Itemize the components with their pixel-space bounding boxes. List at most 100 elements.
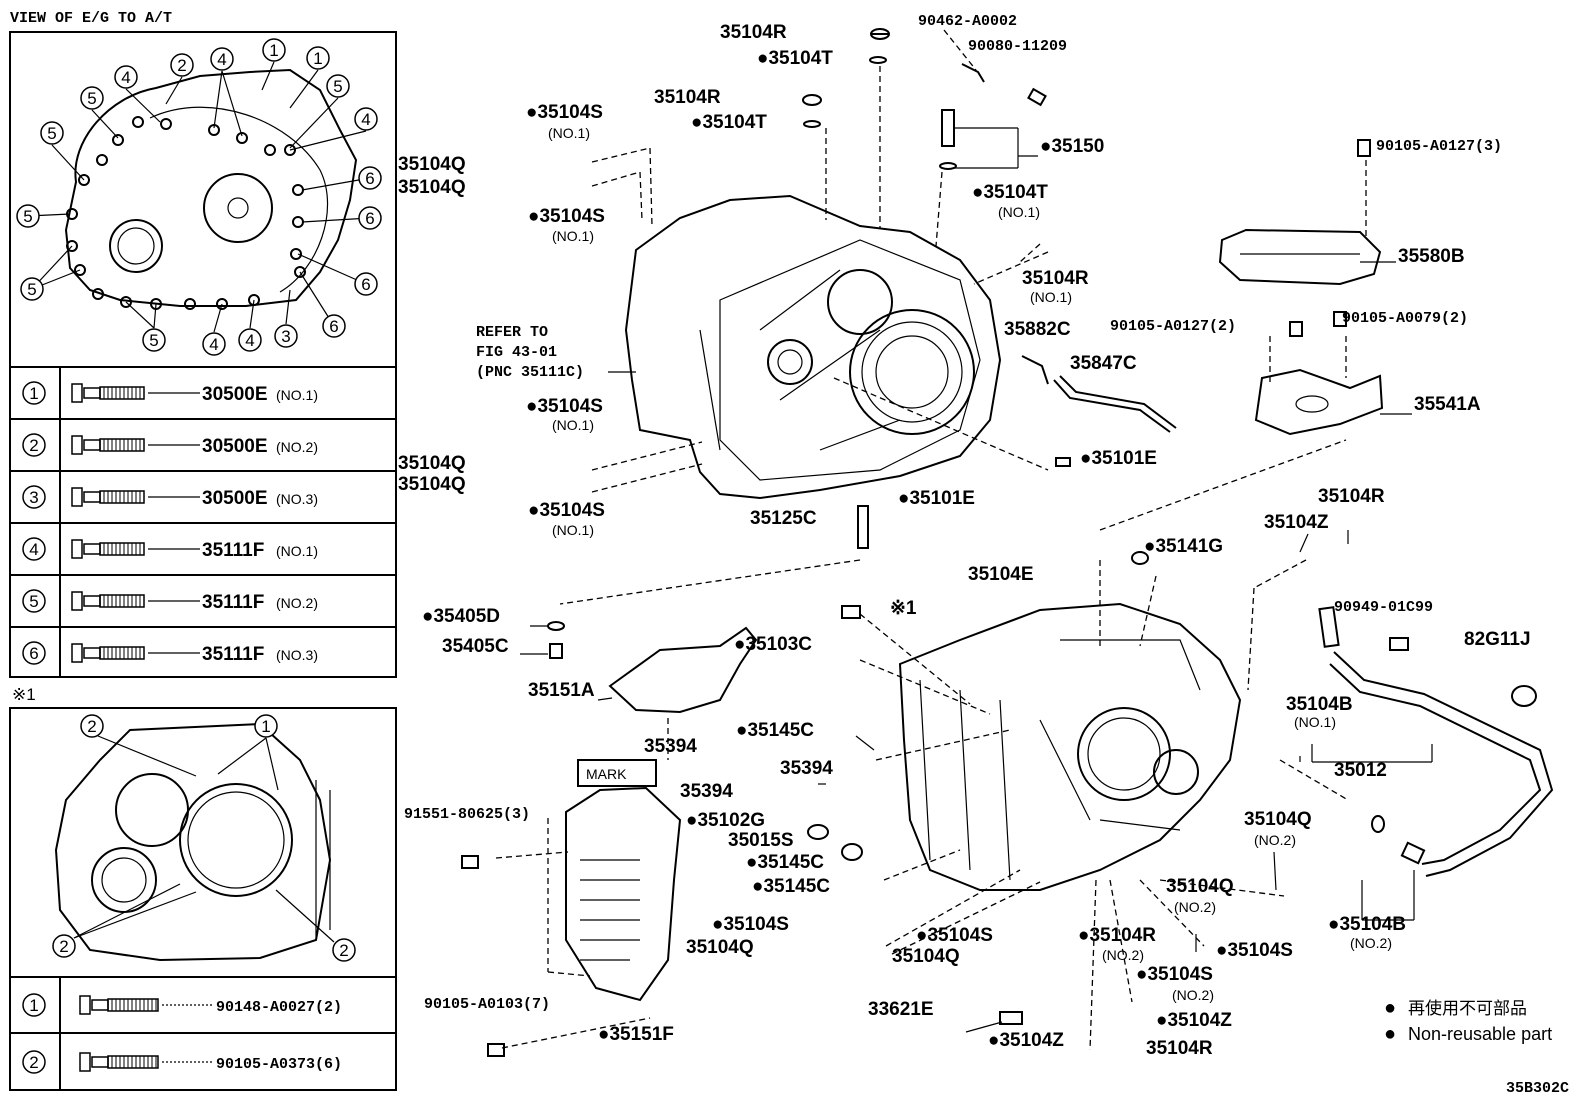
index-circle: 1 xyxy=(262,38,286,62)
index-number: 1 xyxy=(313,49,322,68)
index-number: 1 xyxy=(269,41,278,60)
solid-leaders xyxy=(520,127,1433,1033)
oil-pan-35151F xyxy=(565,759,682,1002)
gasket-35104T-top xyxy=(869,56,887,64)
callout-label: ●35104S xyxy=(528,206,605,227)
index-number: 5 xyxy=(333,77,342,96)
callout-label: (NO.2) xyxy=(1350,935,1392,951)
index-number: 4 xyxy=(209,335,218,354)
oring-35141G xyxy=(1131,551,1149,565)
callout-label: (NO.2) xyxy=(1102,947,1144,963)
callout-label: ●35104S xyxy=(526,102,603,123)
plug-35405C xyxy=(547,621,565,659)
callout-label: (NO.2) xyxy=(1174,899,1216,915)
row-index: 5 xyxy=(29,592,38,611)
plug-35104R-top xyxy=(870,28,890,40)
transaxle-housing xyxy=(624,194,1002,500)
callout-label: (NO.1) xyxy=(552,522,594,538)
callout-label: ●35145C xyxy=(736,720,814,741)
callout-label: (NO.2) xyxy=(1172,987,1214,1003)
callout-label: 35541A xyxy=(1414,394,1481,415)
callout-label: ●35151F xyxy=(598,1024,674,1045)
svg-text:FIG 43-01: FIG 43-01 xyxy=(476,344,557,361)
ref-code: 35B302C xyxy=(1506,1080,1569,1097)
index-circle: 6 xyxy=(354,272,378,296)
index-circle: 5 xyxy=(142,328,166,352)
index-number: 4 xyxy=(361,110,370,129)
index-circle: 2 xyxy=(52,934,76,958)
row-index: 1 xyxy=(29,996,38,1015)
oil-strainer-35151A xyxy=(608,626,758,714)
index-number: 2 xyxy=(87,717,96,736)
svg-text:(PNC 35111C): (PNC 35111C) xyxy=(476,364,584,381)
bolt-holes xyxy=(66,116,306,310)
callout-label: 35104Q xyxy=(1244,809,1312,830)
bracket-35541A xyxy=(1254,368,1384,436)
callout-label: 35012 xyxy=(1334,760,1387,781)
callout-label: 35104Q xyxy=(398,453,466,474)
transmission-case xyxy=(898,602,1242,891)
legend-dot-1: ● xyxy=(1384,997,1396,1019)
callout-label: 35151A xyxy=(528,680,595,701)
callout-label: 35882C xyxy=(1004,319,1071,340)
index-circle: 4 xyxy=(238,328,262,352)
callout-label: 90080-11209 xyxy=(968,38,1067,55)
callout-label: ●35104S xyxy=(528,500,605,521)
row-sub: (NO.2) xyxy=(276,439,318,455)
index-circle: 4 xyxy=(354,107,378,131)
callout-label: 82G11J xyxy=(1464,629,1531,650)
inset2-mark: ※1 xyxy=(12,685,36,704)
callout-label: ●35104T xyxy=(691,112,767,133)
index-number: 1 xyxy=(261,717,270,736)
clamp-82G11J xyxy=(1511,685,1537,707)
row-part: 30500E xyxy=(202,488,268,509)
row-part: 30500E xyxy=(202,384,268,405)
index-number: 3 xyxy=(281,327,290,346)
callout-label: (NO.1) xyxy=(1030,289,1072,305)
callout-label: 35104R xyxy=(654,87,721,108)
index-circle: 5 xyxy=(80,86,104,110)
legend-dot-2: ● xyxy=(1384,1023,1396,1045)
hose-35104B-no2 xyxy=(1400,841,1426,865)
pin-35101E xyxy=(1055,457,1071,467)
callout-label: ●35104Z xyxy=(1156,1010,1232,1031)
row-part: 35111F xyxy=(202,644,264,665)
callout-label: 91551-80625(3) xyxy=(404,806,530,823)
callout-label: ●35104S xyxy=(712,914,789,935)
index-circle: 4 xyxy=(114,65,138,89)
callout-label: 35015S xyxy=(728,830,794,851)
callout-label: ●35141G xyxy=(1144,536,1223,557)
index-circle: 4 xyxy=(202,332,226,356)
ref-mark-1: ※1 xyxy=(890,598,917,619)
index-number: 6 xyxy=(365,169,374,188)
bolt-90105-a0127-2 xyxy=(1289,321,1303,337)
callout-label: ●35102G xyxy=(686,810,765,831)
index-circle: 5 xyxy=(326,74,350,98)
callout-label: (NO.2) xyxy=(1254,832,1296,848)
part-callouts: 35104R●35104T35104R●35104T90462-A0002900… xyxy=(398,13,1531,1059)
row-sub: (NO.1) xyxy=(276,387,318,403)
callout-label: 35104B xyxy=(1286,694,1353,715)
callout-label: 35104Q xyxy=(686,937,754,958)
callout-label: ●35101E xyxy=(898,488,975,509)
row-index: 3 xyxy=(29,488,38,507)
callout-label: 90105-A0127(3) xyxy=(1376,138,1502,155)
callout-label: ●35104S xyxy=(916,925,993,946)
row-part: 35111F xyxy=(202,592,264,613)
legend: ● 再使用不可部品 ● Non-reusable part xyxy=(1384,997,1552,1045)
index-circle: 2 xyxy=(170,53,194,77)
callout-label: 90105-A0127(2) xyxy=(1110,318,1236,335)
callout-label: 90105-A0079(2) xyxy=(1342,310,1468,327)
clip-90462 xyxy=(961,63,985,83)
callout-label: ●35104S xyxy=(1216,940,1293,961)
callout-label: 35104Q xyxy=(398,154,466,175)
